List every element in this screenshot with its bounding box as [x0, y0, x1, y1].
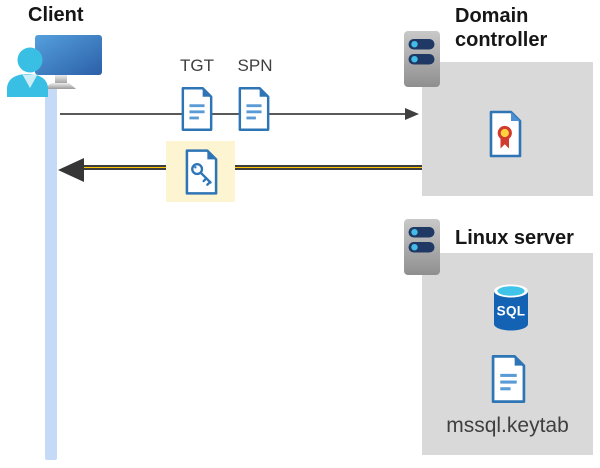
key-glyph [191, 163, 212, 186]
keytab-document-icon [491, 355, 526, 403]
key-document-icon [185, 149, 218, 195]
sql-label: SQL [497, 304, 526, 319]
client-lifeline [45, 86, 57, 460]
domain-controller-title: Domain controller [455, 5, 548, 51]
request-arrow-head-icon [405, 108, 419, 120]
monitor-base [44, 83, 76, 89]
tgt-ticket-document-icon [181, 86, 213, 132]
user-at-monitor-icon [7, 35, 102, 97]
linux-server-title: Linux server [455, 227, 574, 249]
spn-ticket-document-icon [238, 86, 270, 132]
certificate-seal [497, 125, 512, 141]
sql-database-icon: SQL [494, 284, 528, 331]
tgt-label: TGT [180, 56, 214, 75]
keytab-label: mssql.keytab [446, 414, 569, 437]
person-collar [22, 74, 38, 88]
monitor-screen [35, 35, 102, 75]
linux-server-icon [404, 219, 440, 275]
certificate-document-icon [489, 110, 522, 158]
person-head [17, 47, 43, 73]
monitor-stand [55, 75, 67, 84]
person-body [7, 74, 48, 97]
spn-label: SPN [237, 56, 273, 75]
domain-controller-server-icon [404, 31, 440, 87]
client-title: Client [28, 4, 84, 26]
response-arrow-head-icon [58, 158, 84, 182]
request-arrow-line [60, 113, 406, 115]
response-arrow-line [84, 165, 422, 170]
